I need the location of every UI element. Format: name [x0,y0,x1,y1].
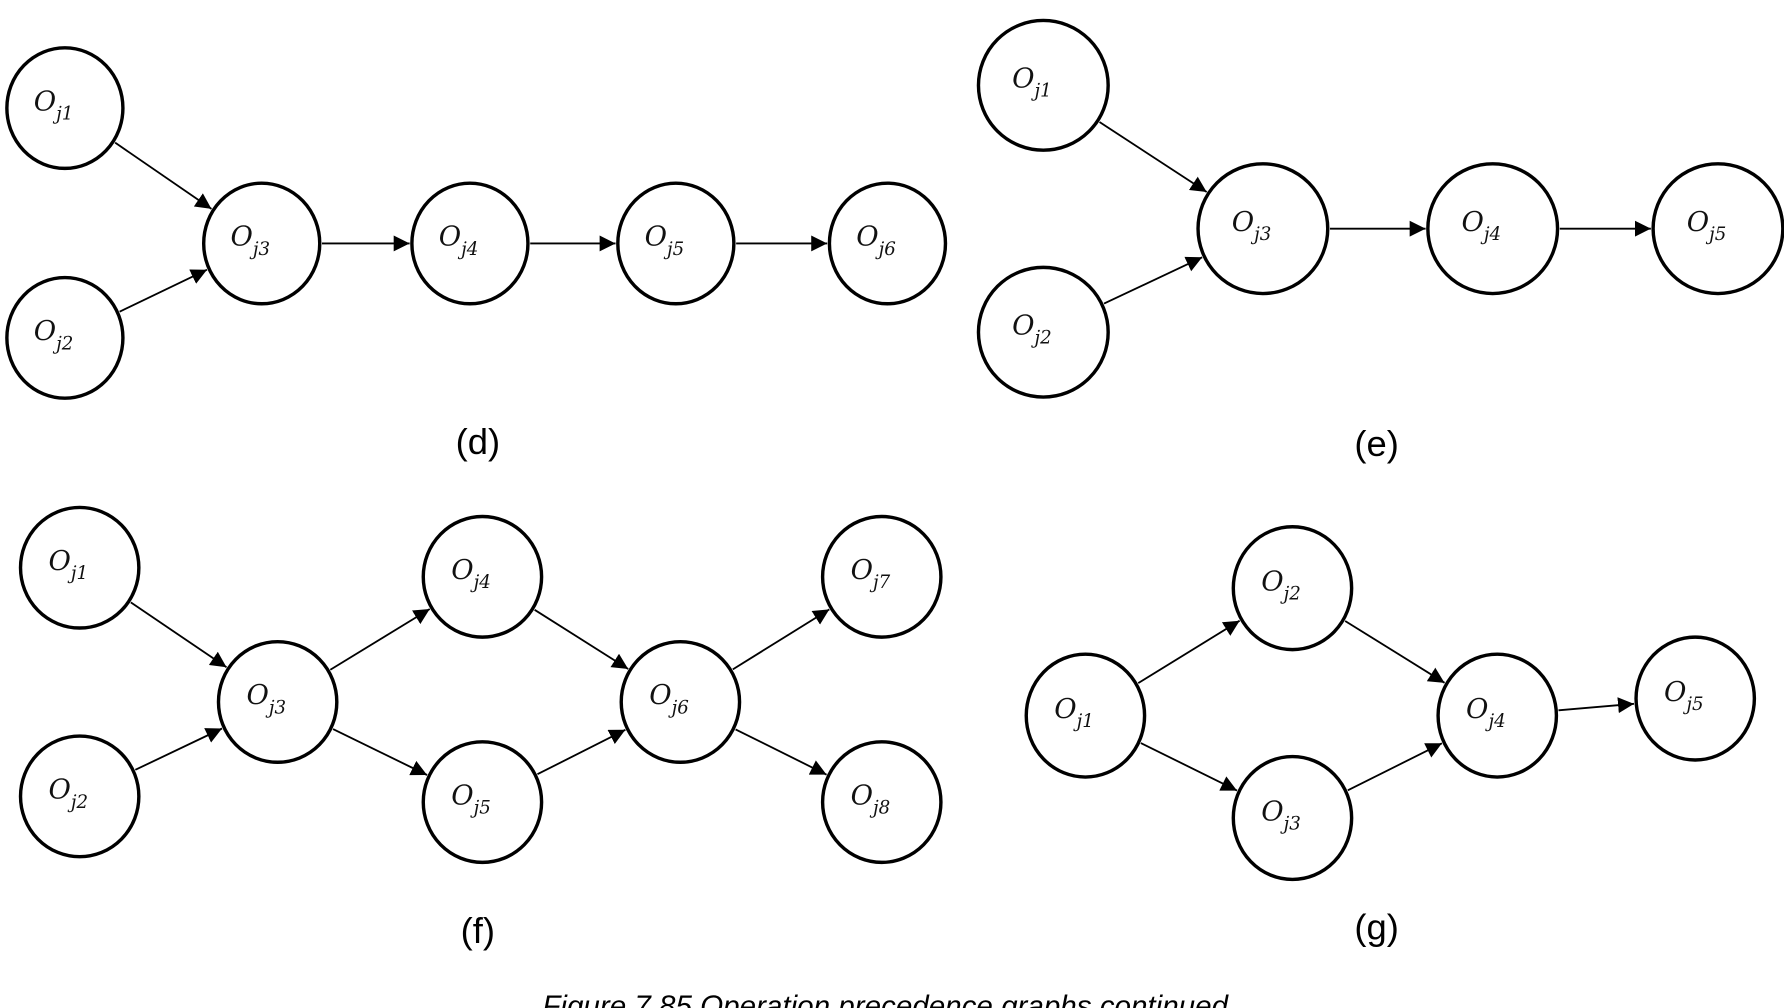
node-label: Oj1 [1012,64,1052,102]
edge-arrow [1137,619,1241,684]
node-label: Oj2 [1012,310,1052,348]
edge-arrow [1103,256,1203,305]
panel-label: (d) [456,421,500,462]
operation-node: Oj2 [976,265,1110,399]
edge-arrow [119,268,208,313]
node-circle [1231,754,1354,882]
node-circle [5,46,125,171]
operation-node: Oj6 [827,181,948,306]
node-label: Oj4 [439,222,479,260]
edge-arrow [537,728,626,776]
node-circle [616,181,736,306]
operation-node: Oj4 [1426,162,1560,296]
edge-arrow [134,727,223,771]
operation-node: Oj3 [201,181,322,306]
node-circle [1426,162,1560,296]
node-label: Oj7 [851,555,891,593]
edge-arrow [332,728,428,776]
operation-node: Oj5 [421,740,544,865]
figure-caption: Figure 7.85 Operation precedence graphs … [542,990,1229,1008]
node-label: Oj3 [1261,796,1301,834]
node-label: Oj3 [246,680,286,718]
operation-node: Oj5 [1634,635,1757,762]
node-label: Oj1 [1054,694,1094,732]
operation-node: Oj1 [1024,652,1147,779]
operation-node: Oj4 [421,514,544,639]
operation-node: Oj3 [216,639,339,764]
node-label: Oj1 [34,86,74,124]
edge-arrow [1347,742,1443,792]
operation-node: Oj1 [976,18,1110,152]
edge-arrow [1558,697,1635,714]
operation-node: Oj1 [5,46,125,171]
operation-node: Oj5 [1651,162,1784,296]
node-circle [1436,652,1559,779]
node-label: Oj4 [1466,694,1506,732]
edge-arrow [1344,620,1446,684]
node-circle [820,740,943,865]
panel-label: (g) [1354,907,1398,948]
edge-arrow [1140,742,1238,792]
node-circle [5,275,125,400]
operation-node: Oj5 [616,181,736,306]
node-label: Oj5 [645,222,685,260]
node-circle [18,734,141,859]
node-label: Oj8 [851,780,891,818]
operation-node: Oj2 [5,275,125,400]
node-circle [410,181,530,306]
node-label: Oj2 [1261,566,1301,604]
node-label: Oj5 [1687,207,1727,245]
node-circle [1651,162,1784,296]
node-circle [1196,162,1330,296]
node-label: Oj5 [1664,677,1704,715]
panel-label: (e) [1354,423,1398,464]
node-circle [421,514,544,639]
node-circle [421,740,544,865]
node-circle [820,514,943,639]
node-circle [619,639,742,764]
node-circle [827,181,948,306]
node-circle [1024,652,1147,779]
operation-node: Oj8 [820,740,943,865]
edge-arrow [735,728,827,776]
node-label: Oj6 [649,680,689,718]
operation-node: Oj7 [820,514,943,639]
edge-arrow [329,608,431,671]
node-circle [976,18,1110,152]
operation-node: Oj2 [18,734,141,859]
node-label: Oj1 [49,546,89,584]
node-circle [1634,635,1757,762]
node-circle [201,181,322,306]
node-label: Oj4 [451,555,491,593]
operation-node: Oj2 [1231,525,1354,652]
node-circle [1231,525,1354,652]
node-label: Oj5 [451,780,491,818]
node-label: Oj2 [49,775,89,813]
edge-arrow [732,608,830,671]
operation-node: Oj6 [619,639,742,764]
edge-arrow [130,601,228,669]
edge-arrow [534,609,629,670]
node-label: Oj3 [231,222,271,260]
operation-node: Oj4 [410,181,530,306]
node-circle [18,505,141,630]
node-label: Oj2 [34,316,74,354]
operation-node: Oj4 [1436,652,1559,779]
edge-arrow [1099,121,1208,193]
operation-node: Oj3 [1196,162,1330,296]
panel-label: (f) [461,910,495,951]
operation-node: Oj3 [1231,754,1354,882]
node-circle [216,639,339,764]
node-circle [976,265,1110,399]
node-label: Oj6 [856,222,896,260]
edge-arrow [114,141,212,210]
node-label: Oj3 [1232,207,1272,245]
node-label: Oj4 [1462,207,1502,245]
operation-node: Oj1 [18,505,141,630]
